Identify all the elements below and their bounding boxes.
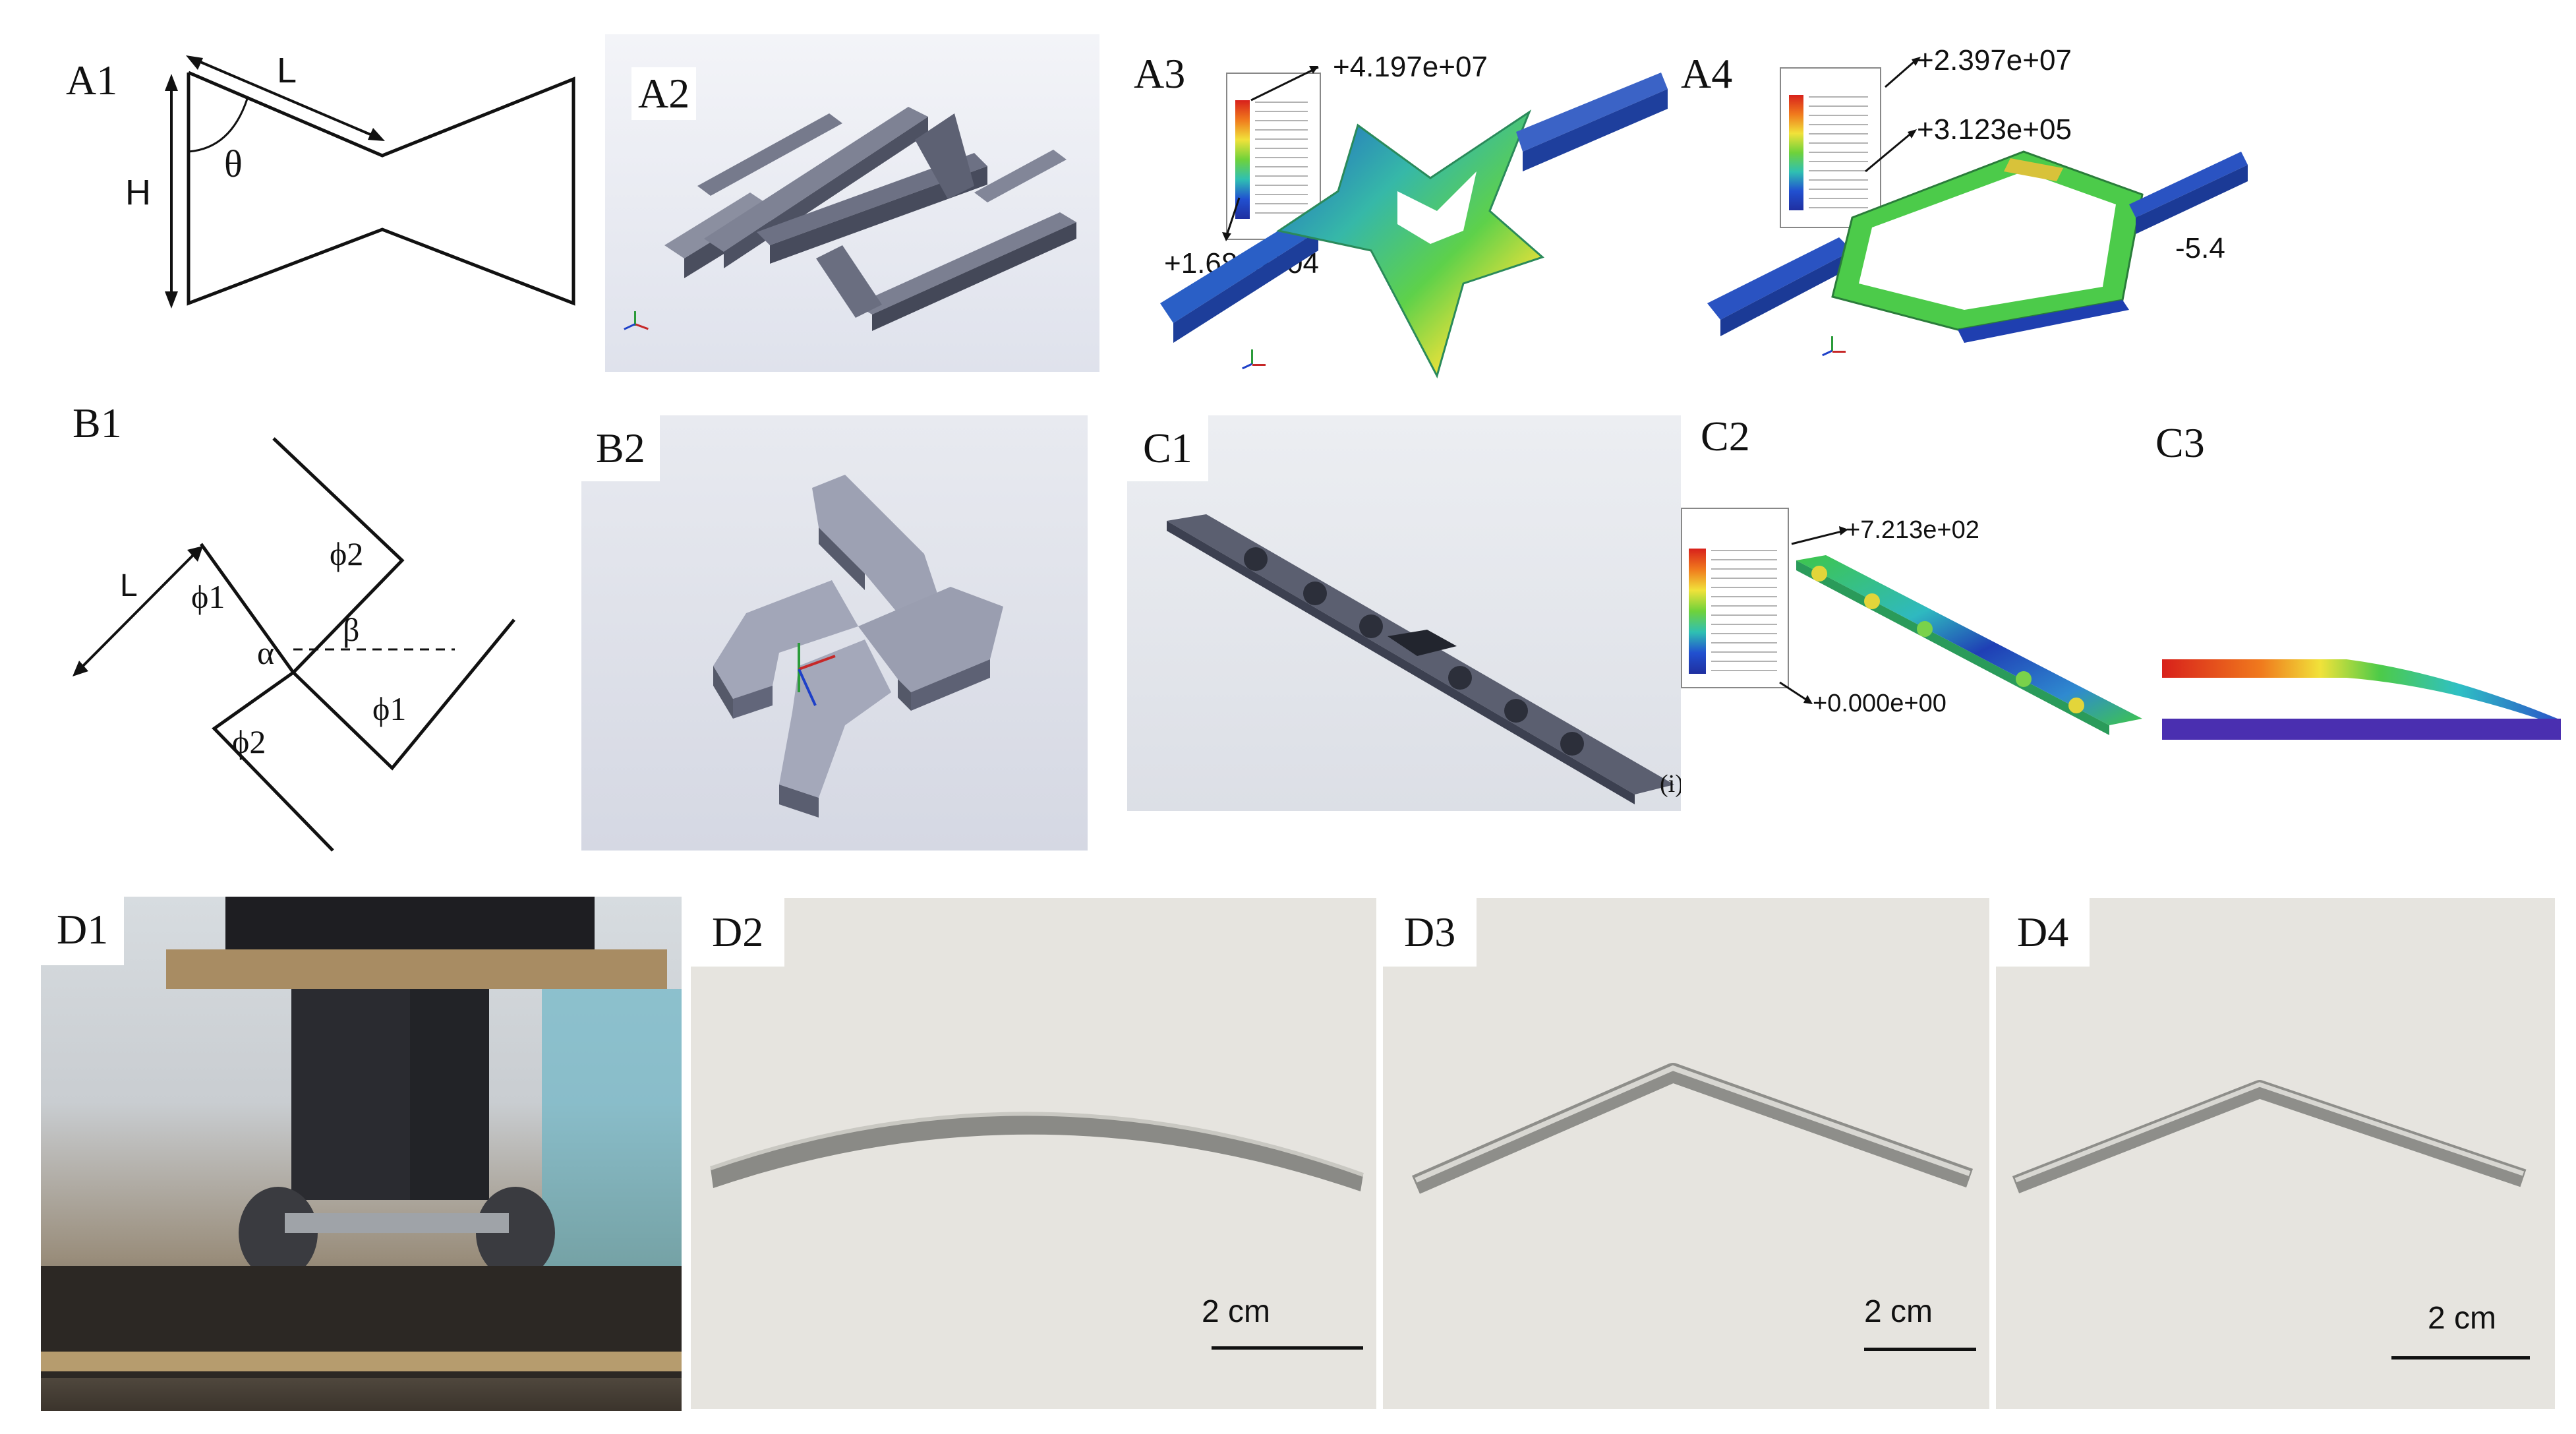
panel-b1: B1 L ϕ1 ϕ2 α β ϕ1 ϕ2 bbox=[59, 389, 560, 877]
scale-bar-line bbox=[2391, 1356, 2530, 1359]
stress-min-label: +0.000e+00 bbox=[1813, 690, 1947, 717]
scale-bar-label: 2 cm bbox=[1864, 1294, 1933, 1329]
panel-label-a1: A1 bbox=[66, 57, 118, 104]
panel-label-c2: C2 bbox=[1701, 413, 1750, 460]
panel-c3: C3 bbox=[2149, 409, 2571, 778]
panel-label-d4: D4 bbox=[1996, 898, 2090, 967]
length-symbol: L bbox=[120, 568, 138, 603]
stress-max-label: +2.397e+07 bbox=[1917, 44, 2072, 76]
stress-legend bbox=[1681, 508, 1789, 688]
scale-bar-label: 2 cm bbox=[1202, 1294, 1271, 1329]
scale-bar-line bbox=[1212, 1346, 1363, 1350]
bend-deformation-contour bbox=[2162, 659, 2561, 740]
panel-b2: B2 bbox=[581, 415, 1088, 851]
panel-d3: D3 2 cm bbox=[1383, 898, 1989, 1409]
chiral-cad-model bbox=[713, 475, 1003, 818]
bend-specimen-stress-contour bbox=[1779, 526, 2142, 735]
axis-triad-icon bbox=[1239, 349, 1266, 376]
scale-bar-label: 2 cm bbox=[2428, 1301, 2497, 1336]
axis-triad-icon bbox=[1819, 336, 1846, 363]
panel-c2: C2 +7.213e+02 +0.000e+00 bbox=[1681, 409, 2155, 804]
alpha-symbol: α bbox=[257, 634, 275, 671]
panel-a1: A1 L H θ bbox=[59, 40, 600, 330]
chiral-cell-diagram bbox=[73, 437, 515, 852]
panel-a3: A3 +4.197e+07 +1.686e+04 bbox=[1121, 40, 1687, 409]
panel-label-a3: A3 bbox=[1134, 50, 1186, 97]
stress-max-label: +7.213e+02 bbox=[1846, 516, 1979, 544]
stress-edge-label: -5.4 bbox=[2175, 232, 2225, 264]
panel-label-b2: B2 bbox=[581, 415, 660, 481]
scale-bar-line bbox=[1864, 1348, 1976, 1351]
panel-d4: D4 2 cm bbox=[1996, 898, 2555, 1409]
stress-legend bbox=[1226, 73, 1321, 240]
length-symbol: L bbox=[277, 51, 297, 90]
panel-label-d2: D2 bbox=[691, 898, 785, 967]
panel-label-a2: A2 bbox=[631, 67, 697, 120]
reentrant-stress-contour bbox=[1160, 66, 1668, 379]
panel-a2: A2 bbox=[605, 34, 1099, 372]
height-symbol: H bbox=[125, 173, 151, 212]
beta-symbol: β bbox=[343, 611, 360, 648]
phi1-symbol-right: ϕ1 bbox=[372, 690, 407, 727]
subfigure-marker: (i) bbox=[1660, 770, 1681, 798]
phi2-symbol-top: ϕ2 bbox=[330, 535, 364, 572]
bent-specimen-photo bbox=[710, 1112, 1364, 1191]
panel-label-d3: D3 bbox=[1383, 898, 1477, 967]
reentrant-cell-diagram bbox=[165, 55, 575, 309]
panel-a4: A4 +2.397e+07 +3.123e+05 -5.4 bbox=[1668, 40, 2274, 409]
panel-d2: D2 2 cm bbox=[691, 898, 1376, 1409]
bent-specimen-photo bbox=[1412, 1063, 1974, 1194]
reentrant-cad-model bbox=[664, 107, 1076, 331]
stress-mid-label: +3.123e+05 bbox=[1917, 113, 2072, 146]
panel-label-d1: D1 bbox=[41, 897, 125, 965]
reentrant-stress-contour bbox=[1707, 57, 2248, 343]
phi1-symbol-left: ϕ1 bbox=[191, 578, 225, 615]
bent-specimen-photo bbox=[2012, 1080, 2527, 1194]
panel-label-a4: A4 bbox=[1681, 50, 1733, 97]
panel-c1: C1 (i) bbox=[1127, 415, 1681, 811]
stress-max-label: +4.197e+07 bbox=[1333, 51, 1488, 83]
panel-label-c3: C3 bbox=[2155, 419, 2205, 466]
panel-label-b1: B1 bbox=[73, 400, 122, 446]
stress-legend bbox=[1780, 67, 1881, 228]
three-point-bend-specimen-cad bbox=[1167, 514, 1674, 804]
panel-d1: D1 bbox=[41, 897, 682, 1411]
phi2-symbol-bottom: ϕ2 bbox=[232, 723, 266, 760]
angle-symbol: θ bbox=[224, 142, 243, 185]
axis-triad-icon bbox=[622, 311, 649, 338]
panel-label-c1: C1 bbox=[1127, 415, 1208, 481]
